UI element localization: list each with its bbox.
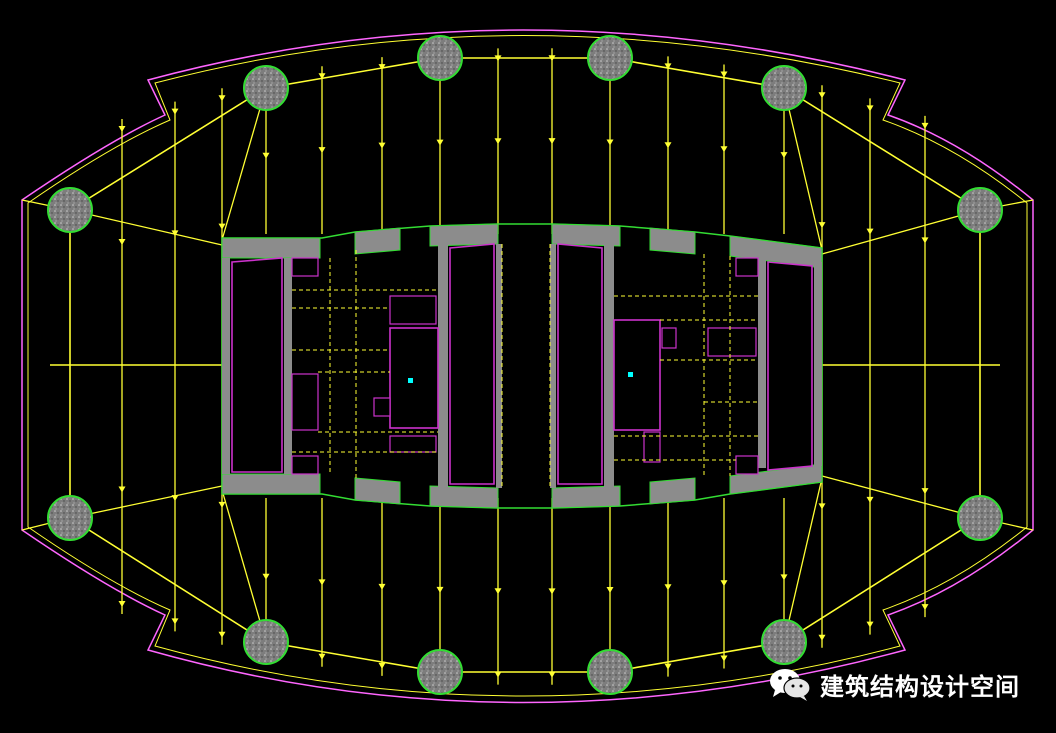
beam-arrow <box>218 631 226 638</box>
beam-line <box>783 87 823 251</box>
beam-arrow <box>720 655 728 662</box>
slab-edge-inner <box>27 35 1028 697</box>
beam-arrow <box>720 146 728 153</box>
column <box>417 35 463 81</box>
beam-arrow <box>171 618 179 625</box>
slab-edge <box>21 29 1034 704</box>
column <box>761 619 807 665</box>
column <box>957 495 1003 541</box>
beam-line <box>783 477 823 643</box>
column <box>957 187 1003 233</box>
beam-arrow <box>218 223 226 230</box>
beam-arrow <box>720 580 728 587</box>
beam-arrow <box>318 579 326 586</box>
beam-line <box>69 209 223 246</box>
beam-arrow <box>378 142 386 149</box>
beam-arrow <box>866 228 874 235</box>
column <box>243 619 289 665</box>
beam-arrow <box>218 95 226 102</box>
beam-arrow <box>171 108 179 115</box>
beam-arrow <box>664 584 672 591</box>
core-shafts <box>231 243 813 485</box>
beam-arrow <box>866 621 874 628</box>
beam-arrow <box>378 662 386 669</box>
beam-arrow <box>606 587 614 594</box>
beam-arrow <box>921 122 929 129</box>
beam-arrow <box>118 601 126 608</box>
column <box>587 35 633 81</box>
beam-arrow <box>494 671 502 678</box>
wechat-icon <box>770 669 811 701</box>
beam-arrow <box>548 588 556 595</box>
beam-arrow <box>436 139 444 146</box>
beam-arrow <box>218 501 226 508</box>
beam-line <box>221 87 267 241</box>
columns <box>47 35 1003 695</box>
beam-arrow <box>262 152 270 159</box>
column <box>761 65 807 111</box>
beam-arrow <box>664 142 672 149</box>
beam-arrow <box>318 653 326 660</box>
beam-arrow <box>494 588 502 595</box>
core-wall <box>221 223 823 509</box>
beam-line <box>821 475 981 519</box>
beam-arrow <box>664 663 672 670</box>
column <box>243 65 289 111</box>
beam-arrow <box>171 230 179 237</box>
beam-arrow <box>378 64 386 71</box>
core-partitions <box>292 244 758 488</box>
beam-arrow <box>606 139 614 146</box>
column <box>47 495 93 541</box>
column <box>417 649 463 695</box>
beam-arrow <box>548 55 556 62</box>
beam-arrow <box>780 152 788 159</box>
column <box>587 649 633 695</box>
beam-arrow <box>780 574 788 581</box>
watermark: 建筑结构设计空间 <box>768 666 1020 702</box>
beam-arrow <box>818 503 826 510</box>
beam-arrow <box>818 92 826 99</box>
lift-pits <box>291 257 759 475</box>
center-markers <box>408 372 633 383</box>
beam-arrow <box>494 55 502 62</box>
beam-arrow <box>494 138 502 145</box>
ring-beams <box>50 57 1000 673</box>
secondary-beams <box>21 48 1034 685</box>
column <box>47 187 93 233</box>
beam-arrow <box>720 71 728 78</box>
beam-arrow <box>866 496 874 503</box>
beam-line <box>221 489 267 643</box>
beam-arrow <box>866 105 874 112</box>
beam-arrow <box>378 583 386 590</box>
beam-arrow <box>921 488 929 495</box>
beam-arrow <box>921 237 929 244</box>
beam-arrow <box>436 586 444 593</box>
beam-arrow <box>548 138 556 145</box>
beam-arrow <box>664 63 672 70</box>
beam-arrow <box>318 73 326 80</box>
beam-arrow <box>118 125 126 132</box>
watermark-text: 建筑结构设计空间 <box>820 672 1020 701</box>
beam-arrow <box>921 604 929 611</box>
beam-arrow <box>262 573 270 580</box>
beam-arrow <box>171 495 179 502</box>
beam-arrow <box>818 634 826 641</box>
beam-arrow <box>548 671 556 678</box>
beam-line <box>69 485 223 519</box>
beam-arrow <box>118 238 126 245</box>
beam-arrow <box>118 486 126 493</box>
beam-arrow <box>818 222 826 229</box>
beam-line <box>821 209 981 255</box>
beam-arrow <box>318 147 326 154</box>
